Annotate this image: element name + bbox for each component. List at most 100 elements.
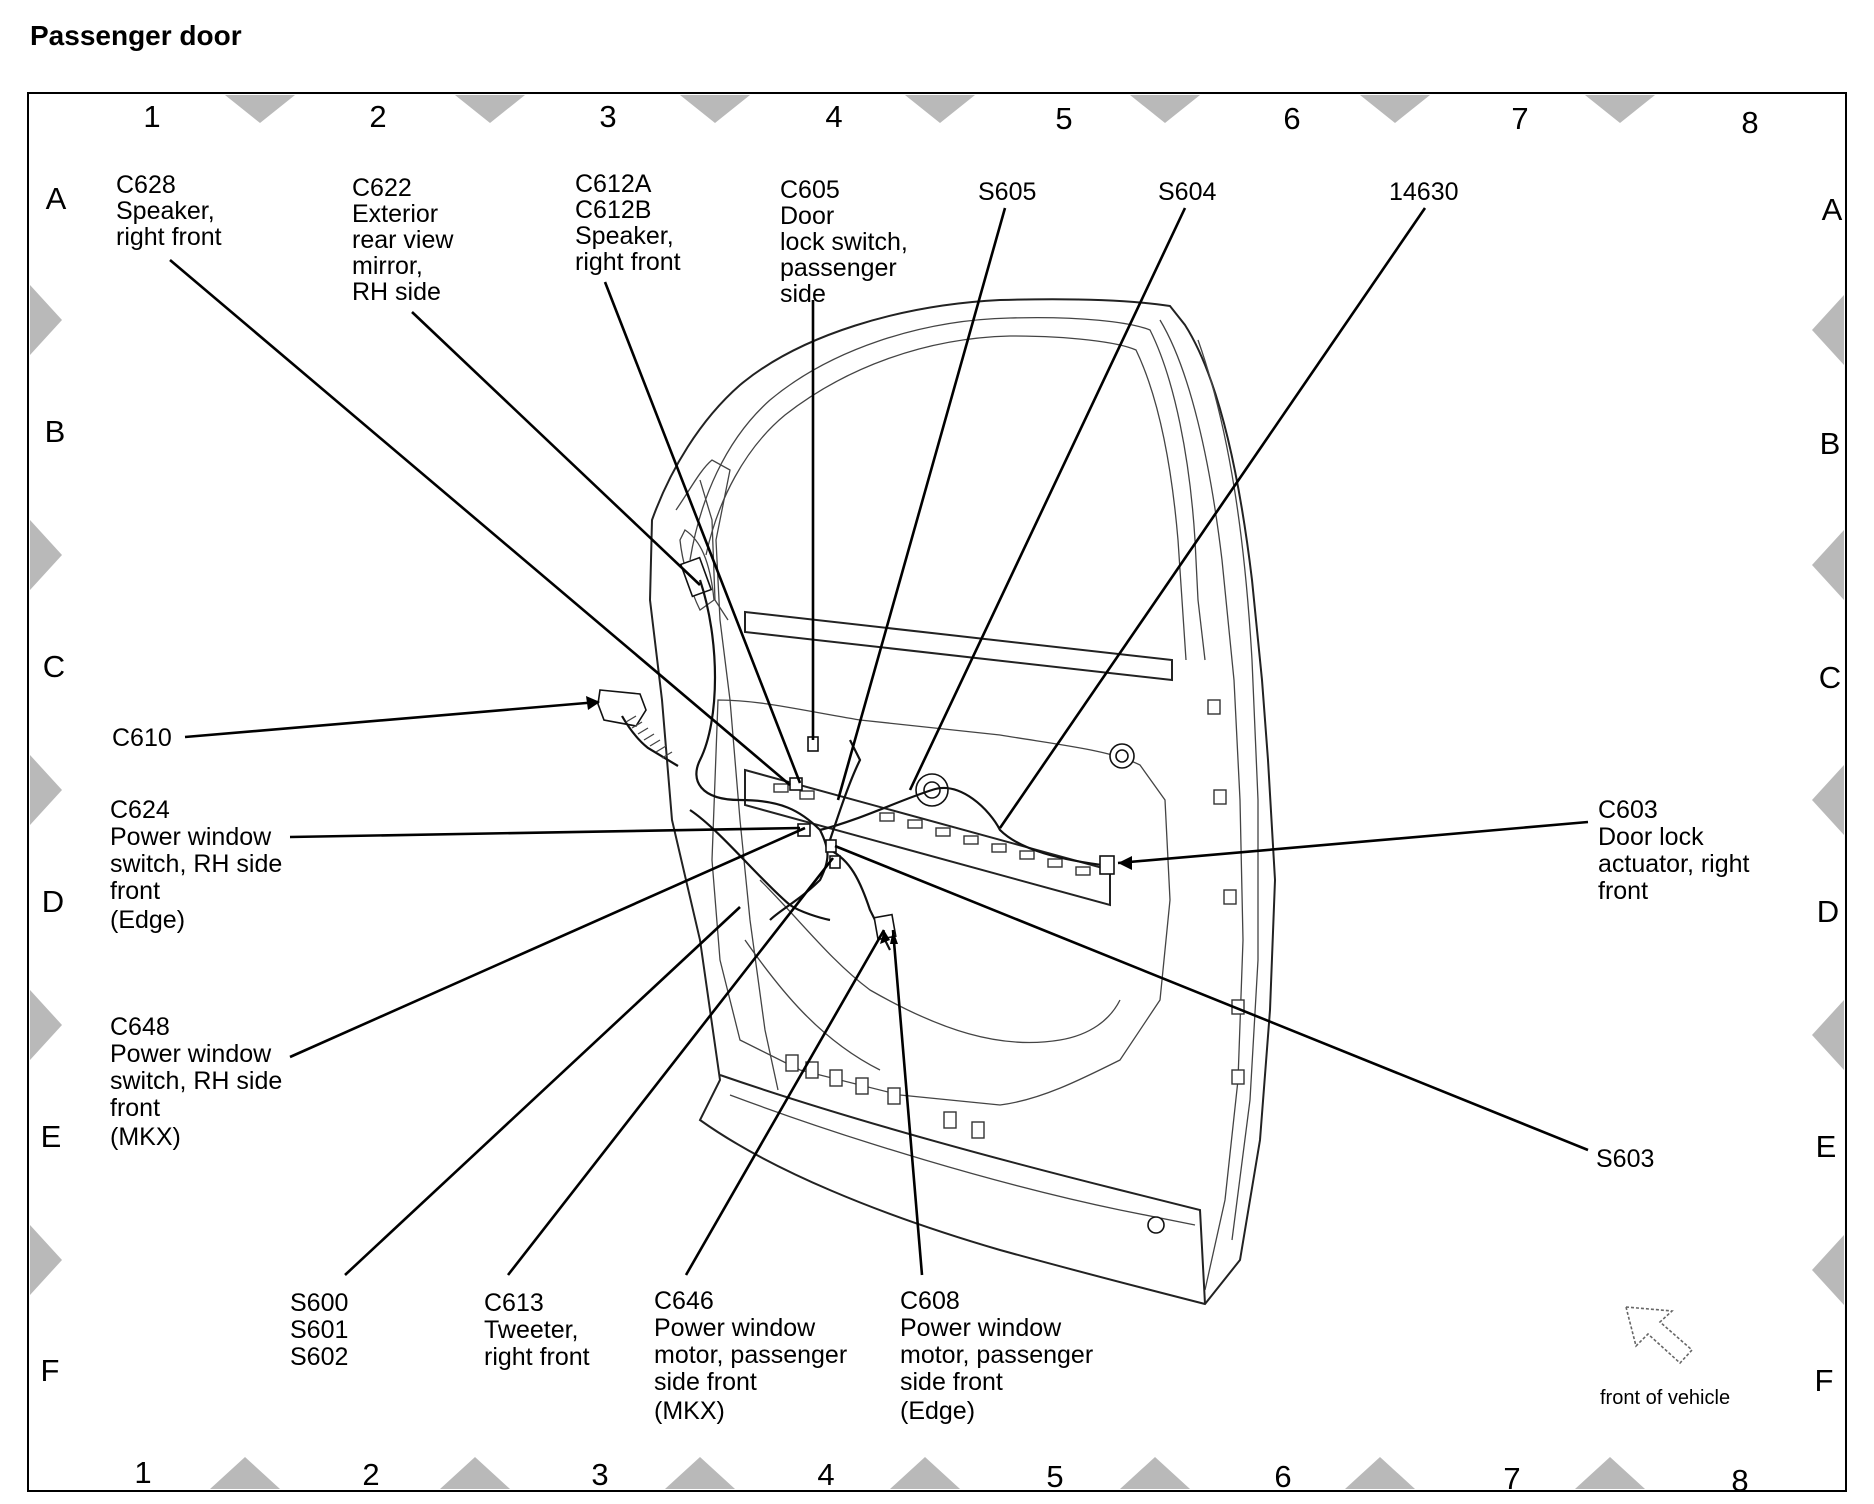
callout-s600: S600 S601 S602 (290, 1289, 348, 1371)
callout-c622-line-1: C622 (352, 174, 412, 202)
front-of-vehicle-arrow-icon (1624, 1306, 1694, 1365)
grid-row-c-right: C (1819, 660, 1841, 695)
grid-row-e: E (41, 1119, 62, 1154)
callout-s605: S605 (978, 178, 1036, 206)
grid-col-6: 6 (1283, 101, 1300, 136)
leader-s604 (908, 207, 1187, 791)
callout-c603-line-1: C603 (1598, 796, 1658, 824)
callout-c608-line-5: (Edge) (900, 1397, 975, 1425)
callout-c624-line-5: (Edge) (110, 906, 185, 934)
grid-col-5: 5 (1055, 101, 1072, 136)
grid-border-zigzag (30, 95, 1844, 1489)
callout-c628: C628 Speaker, right front (116, 171, 222, 251)
callout-s603: S603 (1596, 1145, 1654, 1173)
callout-c603: C603 Door lock actuator, right front (1598, 796, 1750, 905)
leader-c622 (411, 311, 701, 586)
leader-s600 (344, 906, 741, 1276)
callout-c608-line-4: side front (900, 1368, 1003, 1396)
leader-c628 (169, 259, 791, 786)
leader-c624 (289, 826, 801, 839)
callout-c648: C648 Power window switch, RH side front … (110, 1013, 282, 1151)
leader-c608 (891, 929, 924, 1276)
callout-c608: C608 Power window motor, passenger side … (900, 1287, 1093, 1425)
callout-s600-line-3: S602 (290, 1343, 348, 1371)
callout-s600-line-1: S600 (290, 1289, 348, 1317)
leader-c610 (184, 700, 599, 739)
grid-row-b: B (45, 414, 66, 449)
callout-c622-line-5: RH side (352, 278, 441, 306)
callout-c648-line-4: front (110, 1094, 160, 1122)
callout-c622-line-4: mirror, (352, 252, 423, 280)
callout-c613: C613 Tweeter, right front (484, 1289, 590, 1371)
callout-c622: C622 Exterior rear view mirror, RH side (352, 174, 454, 306)
callout-c628-line-2: Speaker, (116, 197, 215, 225)
grid-column-labels-top: 1 2 3 4 5 6 7 8 (143, 99, 1758, 140)
grid-col-4: 4 (825, 99, 842, 134)
callout-c622-line-3: rear view (352, 226, 454, 254)
door-illustration (597, 298, 1694, 1365)
callout-c646-line-5: (MKX) (654, 1397, 725, 1425)
callout-c603-line-3: actuator, right (1598, 850, 1750, 878)
callout-c648-line-1: C648 (110, 1013, 170, 1041)
grid-col-7-bottom: 7 (1503, 1461, 1520, 1496)
callout-c648-line-5: (MKX) (110, 1123, 181, 1151)
grid-row-c: C (43, 649, 65, 684)
grid-row-labels-right: A B C D E F (1815, 192, 1843, 1398)
grid-row-d: D (42, 884, 64, 919)
corrugated-tube (625, 715, 673, 759)
callout-c613-line-1: C613 (484, 1289, 544, 1317)
callout-c608-line-3: motor, passenger (900, 1341, 1093, 1369)
callout-c612-line-1: C612A (575, 170, 652, 198)
grid-col-7: 7 (1511, 101, 1528, 136)
callout-c612-line-3: Speaker, (575, 222, 674, 250)
callout-leaders (169, 207, 1589, 1276)
leader-c646 (684, 929, 886, 1276)
callout-c612-line-4: right front (575, 248, 681, 276)
callout-c605-line-5: side (780, 280, 826, 308)
grid-col-1-bottom: 1 (134, 1455, 151, 1490)
callout-c646: C646 Power window motor, passenger side … (654, 1287, 847, 1425)
leader-s605 (836, 207, 1007, 801)
grid-col-2-bottom: 2 (362, 1457, 379, 1492)
grid-col-8: 8 (1741, 105, 1758, 140)
grid-col-1: 1 (143, 99, 160, 134)
grid-col-5-bottom: 5 (1046, 1459, 1063, 1494)
page-title: Passenger door (30, 20, 242, 51)
callout-c605: C605 Door lock switch, passenger side (780, 176, 908, 308)
leader-c613 (506, 857, 835, 1276)
callout-14630: 14630 (1389, 178, 1459, 206)
grid-col-3-bottom: 3 (591, 1457, 608, 1492)
grid-row-f: F (41, 1353, 60, 1388)
callout-c646-line-4: side front (654, 1368, 757, 1396)
grid-row-f-right: F (1815, 1363, 1834, 1398)
reinforcement-holes (773, 783, 1091, 876)
grid-row-b-right: B (1820, 426, 1841, 461)
leader-c612 (603, 281, 802, 784)
callout-c603-line-4: front (1598, 877, 1648, 905)
grid-row-labels-left: A B C D E F (41, 181, 67, 1388)
callout-c628-line-3: right front (116, 223, 222, 251)
grid-col-8-bottom: 8 (1731, 1463, 1748, 1498)
diagram-frame (27, 92, 1847, 1492)
callout-c646-line-3: motor, passenger (654, 1341, 847, 1369)
leader-14630 (998, 207, 1427, 829)
callout-c605-line-3: lock switch, (780, 228, 908, 256)
grid-row-a: A (46, 181, 67, 216)
callout-c613-line-3: right front (484, 1343, 590, 1371)
leader-s603 (834, 844, 1589, 1152)
callout-c648-line-3: switch, RH side (110, 1067, 282, 1095)
callout-c624-line-3: switch, RH side (110, 850, 282, 878)
grid-col-6-bottom: 6 (1274, 1459, 1291, 1494)
callout-c605-line-4: passenger (780, 254, 897, 282)
callout-c624-line-1: C624 (110, 796, 170, 824)
callout-c624-line-2: Power window (110, 823, 272, 851)
callout-c603-line-2: Door lock (1598, 823, 1704, 851)
callout-c648-line-2: Power window (110, 1040, 272, 1068)
callout-c622-line-2: Exterior (352, 200, 438, 228)
sill-holes (785, 1054, 985, 1139)
grid-row-d-right: D (1817, 894, 1839, 929)
callout-c612-line-2: C612B (575, 196, 651, 224)
grid-row-a-right: A (1822, 192, 1843, 227)
grid-column-labels-bottom: 1 2 3 4 5 6 7 8 (134, 1455, 1748, 1498)
